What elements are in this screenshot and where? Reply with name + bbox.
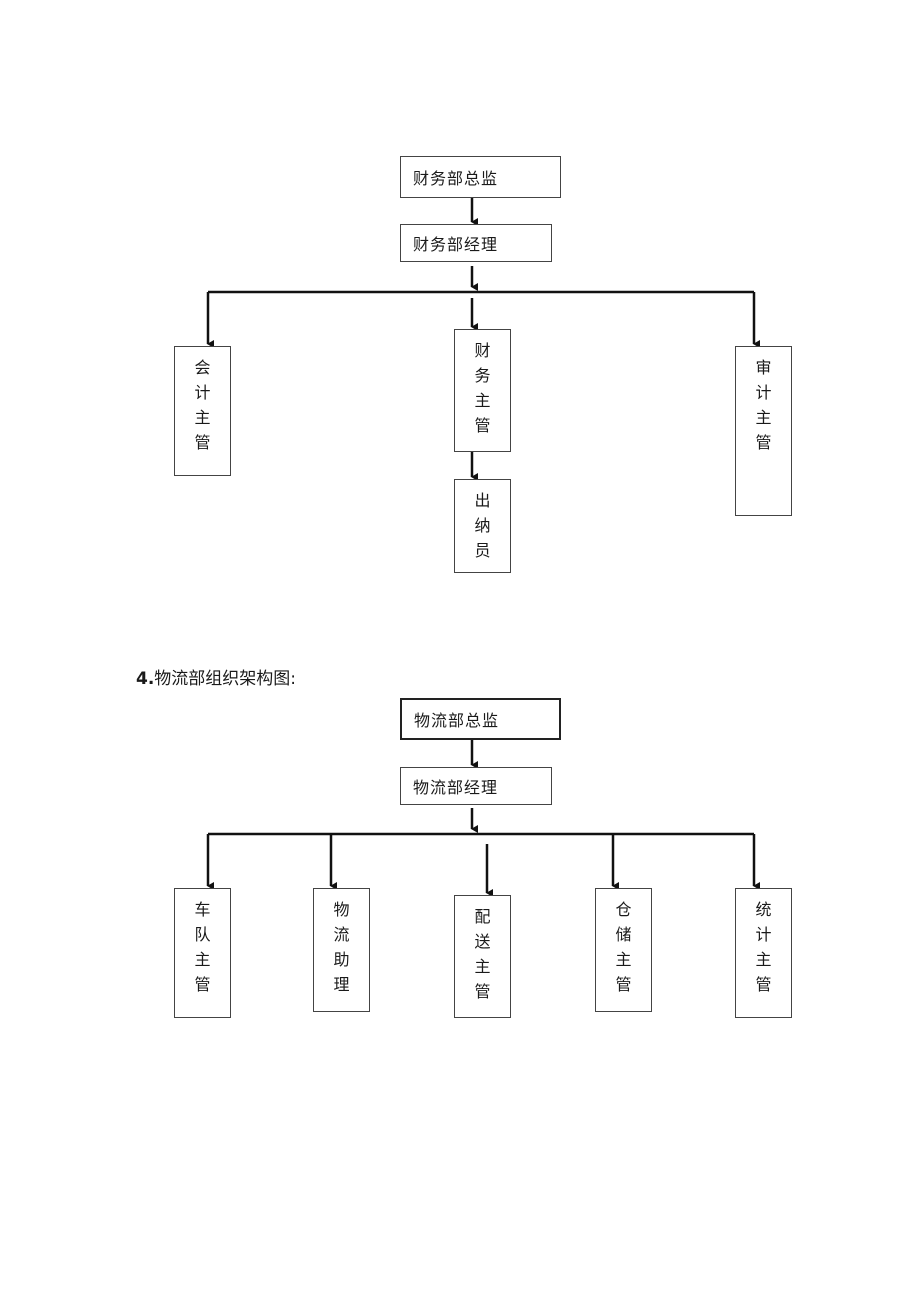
finance-manager-box: 财务部经理: [400, 224, 552, 262]
finance-manager-label: 财务部经理: [413, 235, 499, 254]
cashier-char: 出: [474, 491, 491, 510]
audit-char: 管: [755, 433, 772, 452]
warehouse-char: 主: [615, 950, 632, 969]
delivery-char: 主: [474, 957, 491, 976]
statistics-char: 统: [755, 900, 772, 919]
audit-supervisor-box: 审 计 主 管: [735, 346, 792, 516]
audit-char: 审: [755, 358, 772, 377]
finance-supervisor-box: 财 务 主 管: [454, 329, 511, 452]
logistics-heading: 4.物流部组织架构图:: [136, 664, 296, 689]
logistics-manager-box: 物流部经理: [400, 767, 552, 805]
delivery-char: 送: [474, 932, 491, 951]
warehouse-char: 管: [615, 975, 632, 994]
statistics-char: 管: [755, 975, 772, 994]
audit-char: 计: [755, 383, 772, 402]
warehouse-char: 储: [615, 925, 632, 944]
fleet-char: 主: [194, 950, 211, 969]
audit-char: 主: [755, 408, 772, 427]
warehouse-supervisor-box: 仓 储 主 管: [595, 888, 652, 1012]
cashier-char: 员: [474, 541, 491, 560]
delivery-char: 配: [474, 907, 491, 926]
accounting-char: 会: [194, 358, 211, 377]
finance-sup-char: 财: [474, 341, 491, 360]
logistics-heading-text: 物流部组织架构图:: [154, 669, 297, 689]
logistics-director-label: 物流部总监: [414, 711, 500, 730]
fleet-supervisor-box: 车 队 主 管: [174, 888, 231, 1018]
accounting-supervisor-box: 会 计 主 管: [174, 346, 231, 476]
finance-sup-char: 务: [474, 366, 491, 385]
cashier-char: 纳: [474, 516, 491, 535]
logistics-director-box: 物流部总监: [400, 698, 561, 740]
warehouse-char: 仓: [615, 900, 632, 919]
cashier-box: 出 纳 员: [454, 479, 511, 573]
logistics-heading-number: 4.: [136, 669, 155, 689]
assistant-char: 助: [333, 950, 350, 969]
finance-director-box: 财务部总监: [400, 156, 561, 198]
assistant-char: 理: [333, 975, 350, 994]
logistics-assistant-box: 物 流 助 理: [313, 888, 370, 1012]
logistics-manager-label: 物流部经理: [413, 778, 499, 797]
finance-director-label: 财务部总监: [413, 169, 499, 188]
accounting-char: 计: [194, 383, 211, 402]
accounting-char: 主: [194, 408, 211, 427]
assistant-char: 物: [333, 900, 350, 919]
delivery-char: 管: [474, 982, 491, 1001]
fleet-char: 管: [194, 975, 211, 994]
assistant-char: 流: [333, 925, 350, 944]
finance-sup-char: 主: [474, 391, 491, 410]
statistics-supervisor-box: 统 计 主 管: [735, 888, 792, 1018]
accounting-char: 管: [194, 433, 211, 452]
fleet-char: 队: [194, 925, 211, 944]
statistics-char: 计: [755, 925, 772, 944]
fleet-char: 车: [194, 900, 211, 919]
finance-sup-char: 管: [474, 416, 491, 435]
statistics-char: 主: [755, 950, 772, 969]
delivery-supervisor-box: 配 送 主 管: [454, 895, 511, 1018]
